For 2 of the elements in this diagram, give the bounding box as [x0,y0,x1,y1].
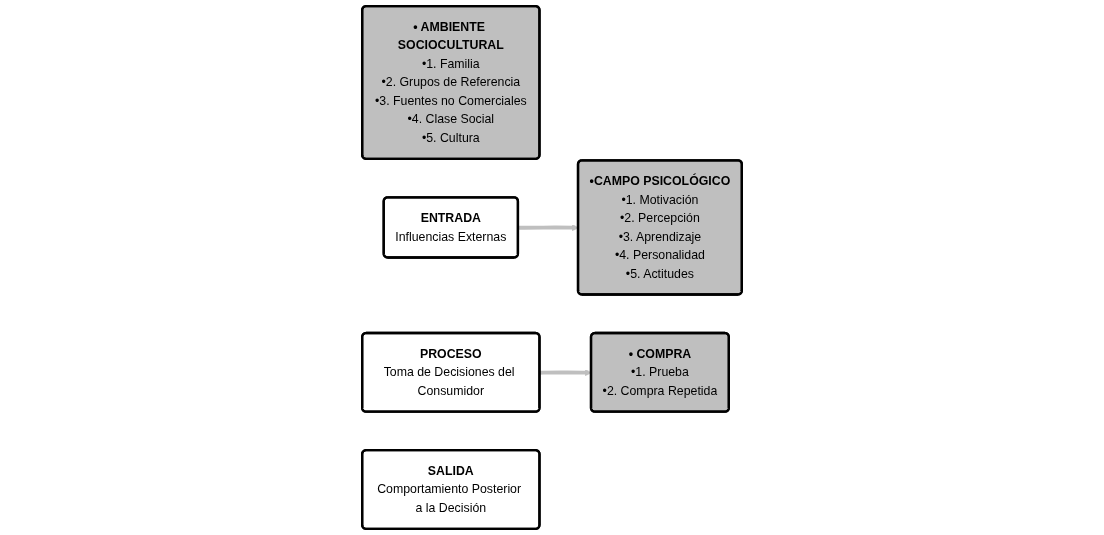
arrow [518,224,579,232]
arrow [539,369,592,377]
